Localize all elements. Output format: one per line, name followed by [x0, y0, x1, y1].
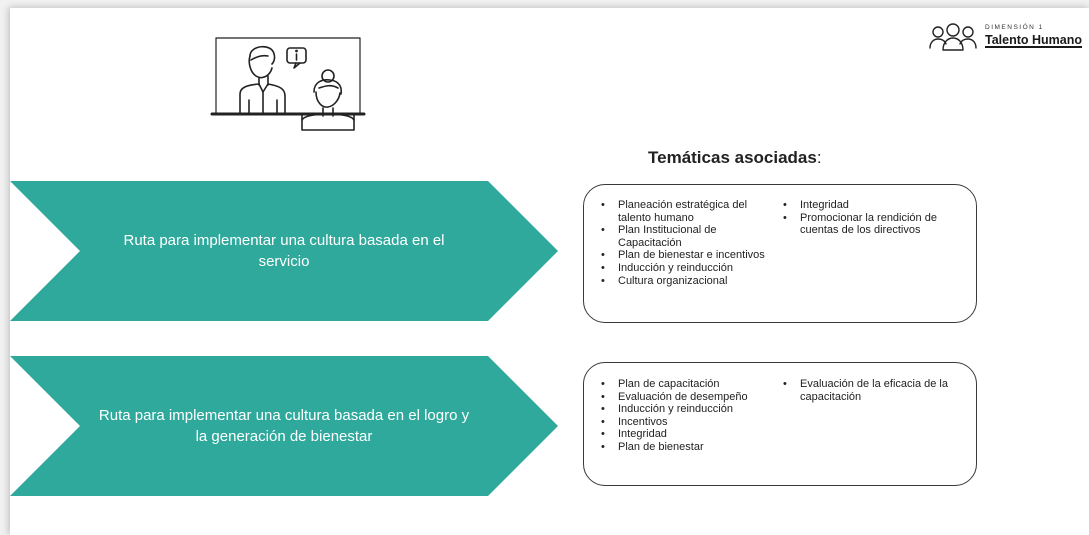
list-item: Evaluación de la eficacia de la capacita…	[781, 378, 961, 403]
list-item: Cultura organizacional	[599, 275, 783, 288]
brand-kicker: DIMENSIÓN 1	[985, 24, 1044, 31]
list-item: Plan de bienestar e incentivos	[599, 249, 783, 262]
topics-box-2: Plan de capacitación Evaluación de desem…	[583, 362, 977, 486]
route-arrow-1: Ruta para implementar una cultura basada…	[10, 181, 566, 321]
chevron-arrow-shape	[10, 356, 558, 496]
video-call-people-icon	[210, 30, 370, 138]
list-item: Planeación estratégica del talento human…	[599, 199, 783, 224]
list-item: Integridad	[599, 428, 779, 441]
people-group-icon	[929, 23, 977, 51]
list-item: Promocionar la rendición de cuentas de l…	[781, 212, 963, 237]
route-arrow-2: Ruta para implementar una cultura basada…	[10, 356, 566, 496]
topics-list-right: Evaluación de la eficacia de la capacita…	[781, 378, 961, 403]
list-item: Plan Institucional de Capacitación	[599, 224, 783, 249]
list-item: Integridad	[781, 199, 963, 212]
chevron-arrow-shape	[10, 181, 558, 321]
list-item: Evaluación de desempeño	[599, 391, 779, 404]
topics-list-right: Integridad Promocionar la rendición de c…	[781, 199, 963, 237]
list-item: Inducción y reinducción	[599, 262, 783, 275]
topics-list-left: Plan de capacitación Evaluación de desem…	[599, 378, 779, 454]
brand-name: Talento Humano	[985, 33, 1082, 47]
section-title-colon: :	[816, 148, 822, 167]
topics-box-1: Planeación estratégica del talento human…	[583, 184, 977, 323]
route-label-2: Ruta para implementar una cultura basada…	[98, 407, 470, 445]
list-item: Inducción y reinducción	[599, 403, 779, 416]
list-item: Incentivos	[599, 416, 779, 429]
section-title: Temáticas asociadas:	[648, 148, 822, 168]
list-item: Plan de capacitación	[599, 378, 779, 391]
topics-list-left: Planeación estratégica del talento human…	[599, 199, 783, 287]
slide: DIMENSIÓN 1 Talento Humano Temáticas aso…	[10, 8, 1089, 535]
section-title-text: Temáticas asociadas	[648, 148, 817, 167]
route-label-1: Ruta para implementar una cultura basada…	[123, 232, 445, 270]
list-item: Plan de bienestar	[599, 441, 779, 454]
